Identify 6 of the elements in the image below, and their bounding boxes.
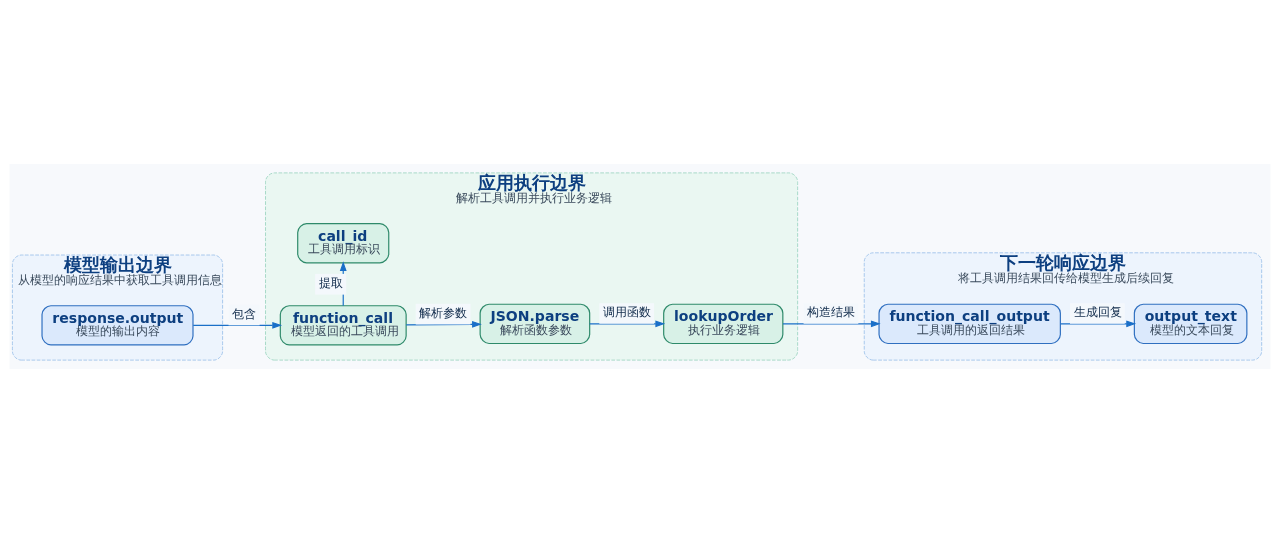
edge-label: 生成回复 (1073, 305, 1122, 320)
edge-label: 解析参数 (419, 306, 468, 321)
edge-label: 包含 (232, 306, 257, 321)
edge-label: 调用函数 (603, 305, 651, 320)
edge-label: 提取 (318, 276, 343, 291)
edge-label: 构造结果 (807, 305, 856, 320)
